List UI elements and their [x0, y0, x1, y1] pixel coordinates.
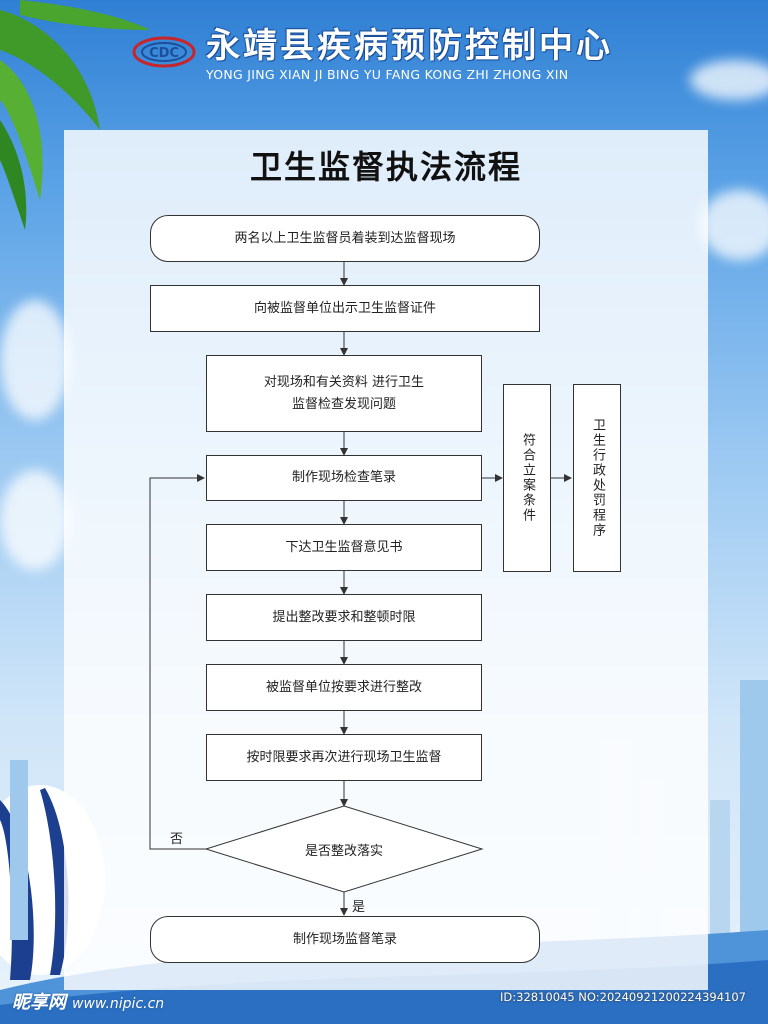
org-name: 永靖县疾病预防控制中心 [206, 26, 613, 66]
step-make-supervision-record: 制作现场监督笔录 [150, 916, 540, 963]
step-make-inspection-record: 制作现场检查笔录 [206, 455, 482, 501]
decision-diamond [204, 805, 484, 893]
cloud-decoration [700, 190, 768, 260]
watermark-brand: 昵享网 [12, 992, 66, 1013]
step-inspect-site: 对现场和有关资料 进行卫生 监督检查发现问题 [206, 355, 482, 432]
step-inspect-line-2: 监督检查发现问题 [291, 396, 396, 412]
watermark: 昵享网 www.nipic.cn [12, 988, 164, 1014]
watermark-url: www.nipic.cn [72, 996, 165, 1012]
cloud-decoration [0, 300, 70, 420]
decision-label: 是否整改落实 [304, 844, 383, 859]
cloud-decoration [690, 60, 768, 100]
org-pinyin: YONG JING XIAN JI BING YU FANG KONG ZHI … [206, 67, 569, 82]
side-box-case-criteria: 符合立案条件 [503, 384, 551, 572]
step-reinspect: 按时限要求再次进行现场卫生监督 [206, 734, 482, 781]
step-issue-opinion: 下达卫生监督意见书 [206, 524, 482, 571]
step-inspect-line-1: 对现场和有关资料 进行卫生 [263, 374, 425, 390]
cdc-logo-icon: CDC [132, 36, 196, 68]
logo-text: CDC [149, 46, 179, 61]
palm-leaf-decoration [0, 0, 150, 230]
no-label: 否 [170, 832, 184, 847]
step-arrive-site: 两名以上卫生监督员着装到达监督现场 [150, 215, 540, 262]
step-set-rectification: 提出整改要求和整顿时限 [206, 594, 482, 641]
cloud-decoration [0, 470, 70, 570]
step-unit-rectify: 被监督单位按要求进行整改 [206, 664, 482, 711]
image-id-text: ID:32810045 NO:20240921200224394107 [500, 990, 746, 1004]
side-box-penalty-procedure: 卫生行政处罚程序 [573, 384, 621, 572]
page-title: 卫生监督执法流程 [249, 148, 522, 186]
step-show-credentials: 向被监督单位出示卫生监督证件 [150, 285, 540, 332]
yes-label: 是 [352, 900, 366, 915]
